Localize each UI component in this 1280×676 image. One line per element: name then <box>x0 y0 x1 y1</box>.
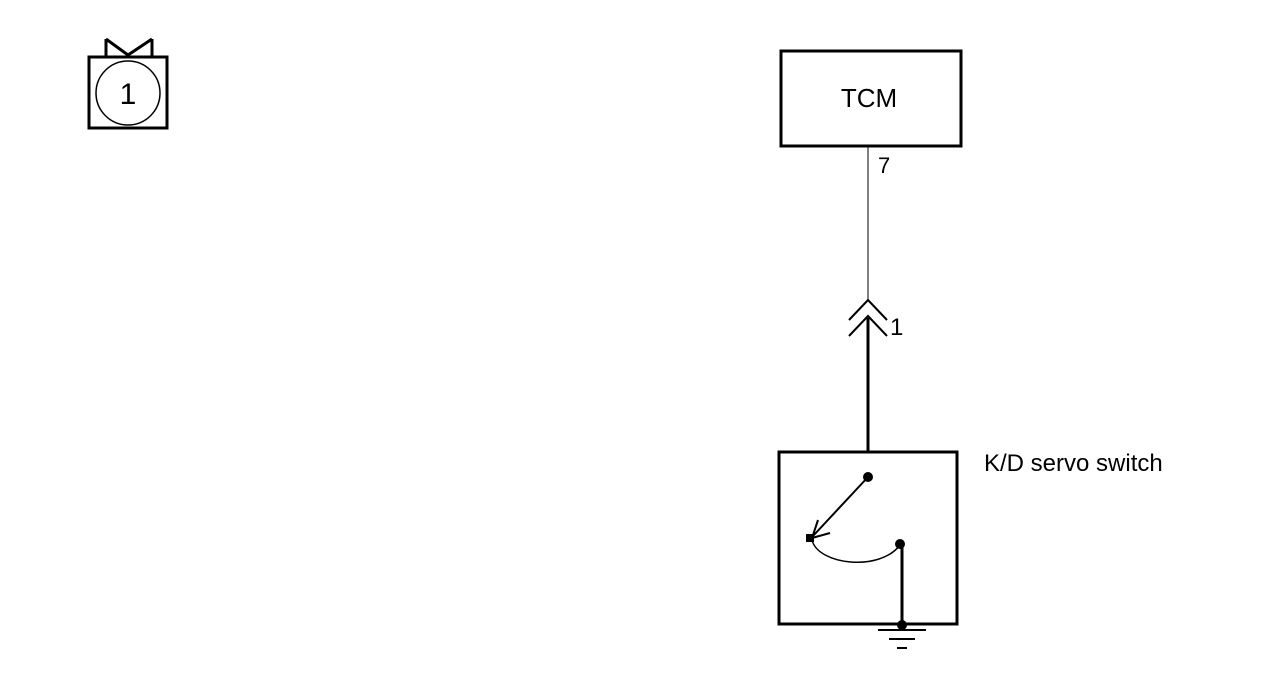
connector-icon: 1 <box>87 37 169 130</box>
switch-contact-arm <box>812 476 869 537</box>
connector-icon-latch <box>104 37 154 57</box>
switch-arc <box>811 539 901 563</box>
connector-icon-circle <box>95 60 161 126</box>
tcm-box <box>779 49 963 148</box>
connector-icon-body <box>87 55 169 130</box>
kd-servo-switch <box>777 450 959 626</box>
inline-connector-icon <box>848 298 888 337</box>
tcm-label: TCM <box>841 83 897 113</box>
tcm-block: TCM <box>779 49 963 148</box>
switch-contact-point <box>806 534 814 542</box>
connector-pin-label: 1 <box>890 314 903 341</box>
switch-label: K/D servo switch <box>984 450 1163 477</box>
connector-icon-label: 1 <box>120 78 137 111</box>
ground-icon <box>878 620 926 649</box>
tcm-pin-label: 7 <box>878 153 890 178</box>
